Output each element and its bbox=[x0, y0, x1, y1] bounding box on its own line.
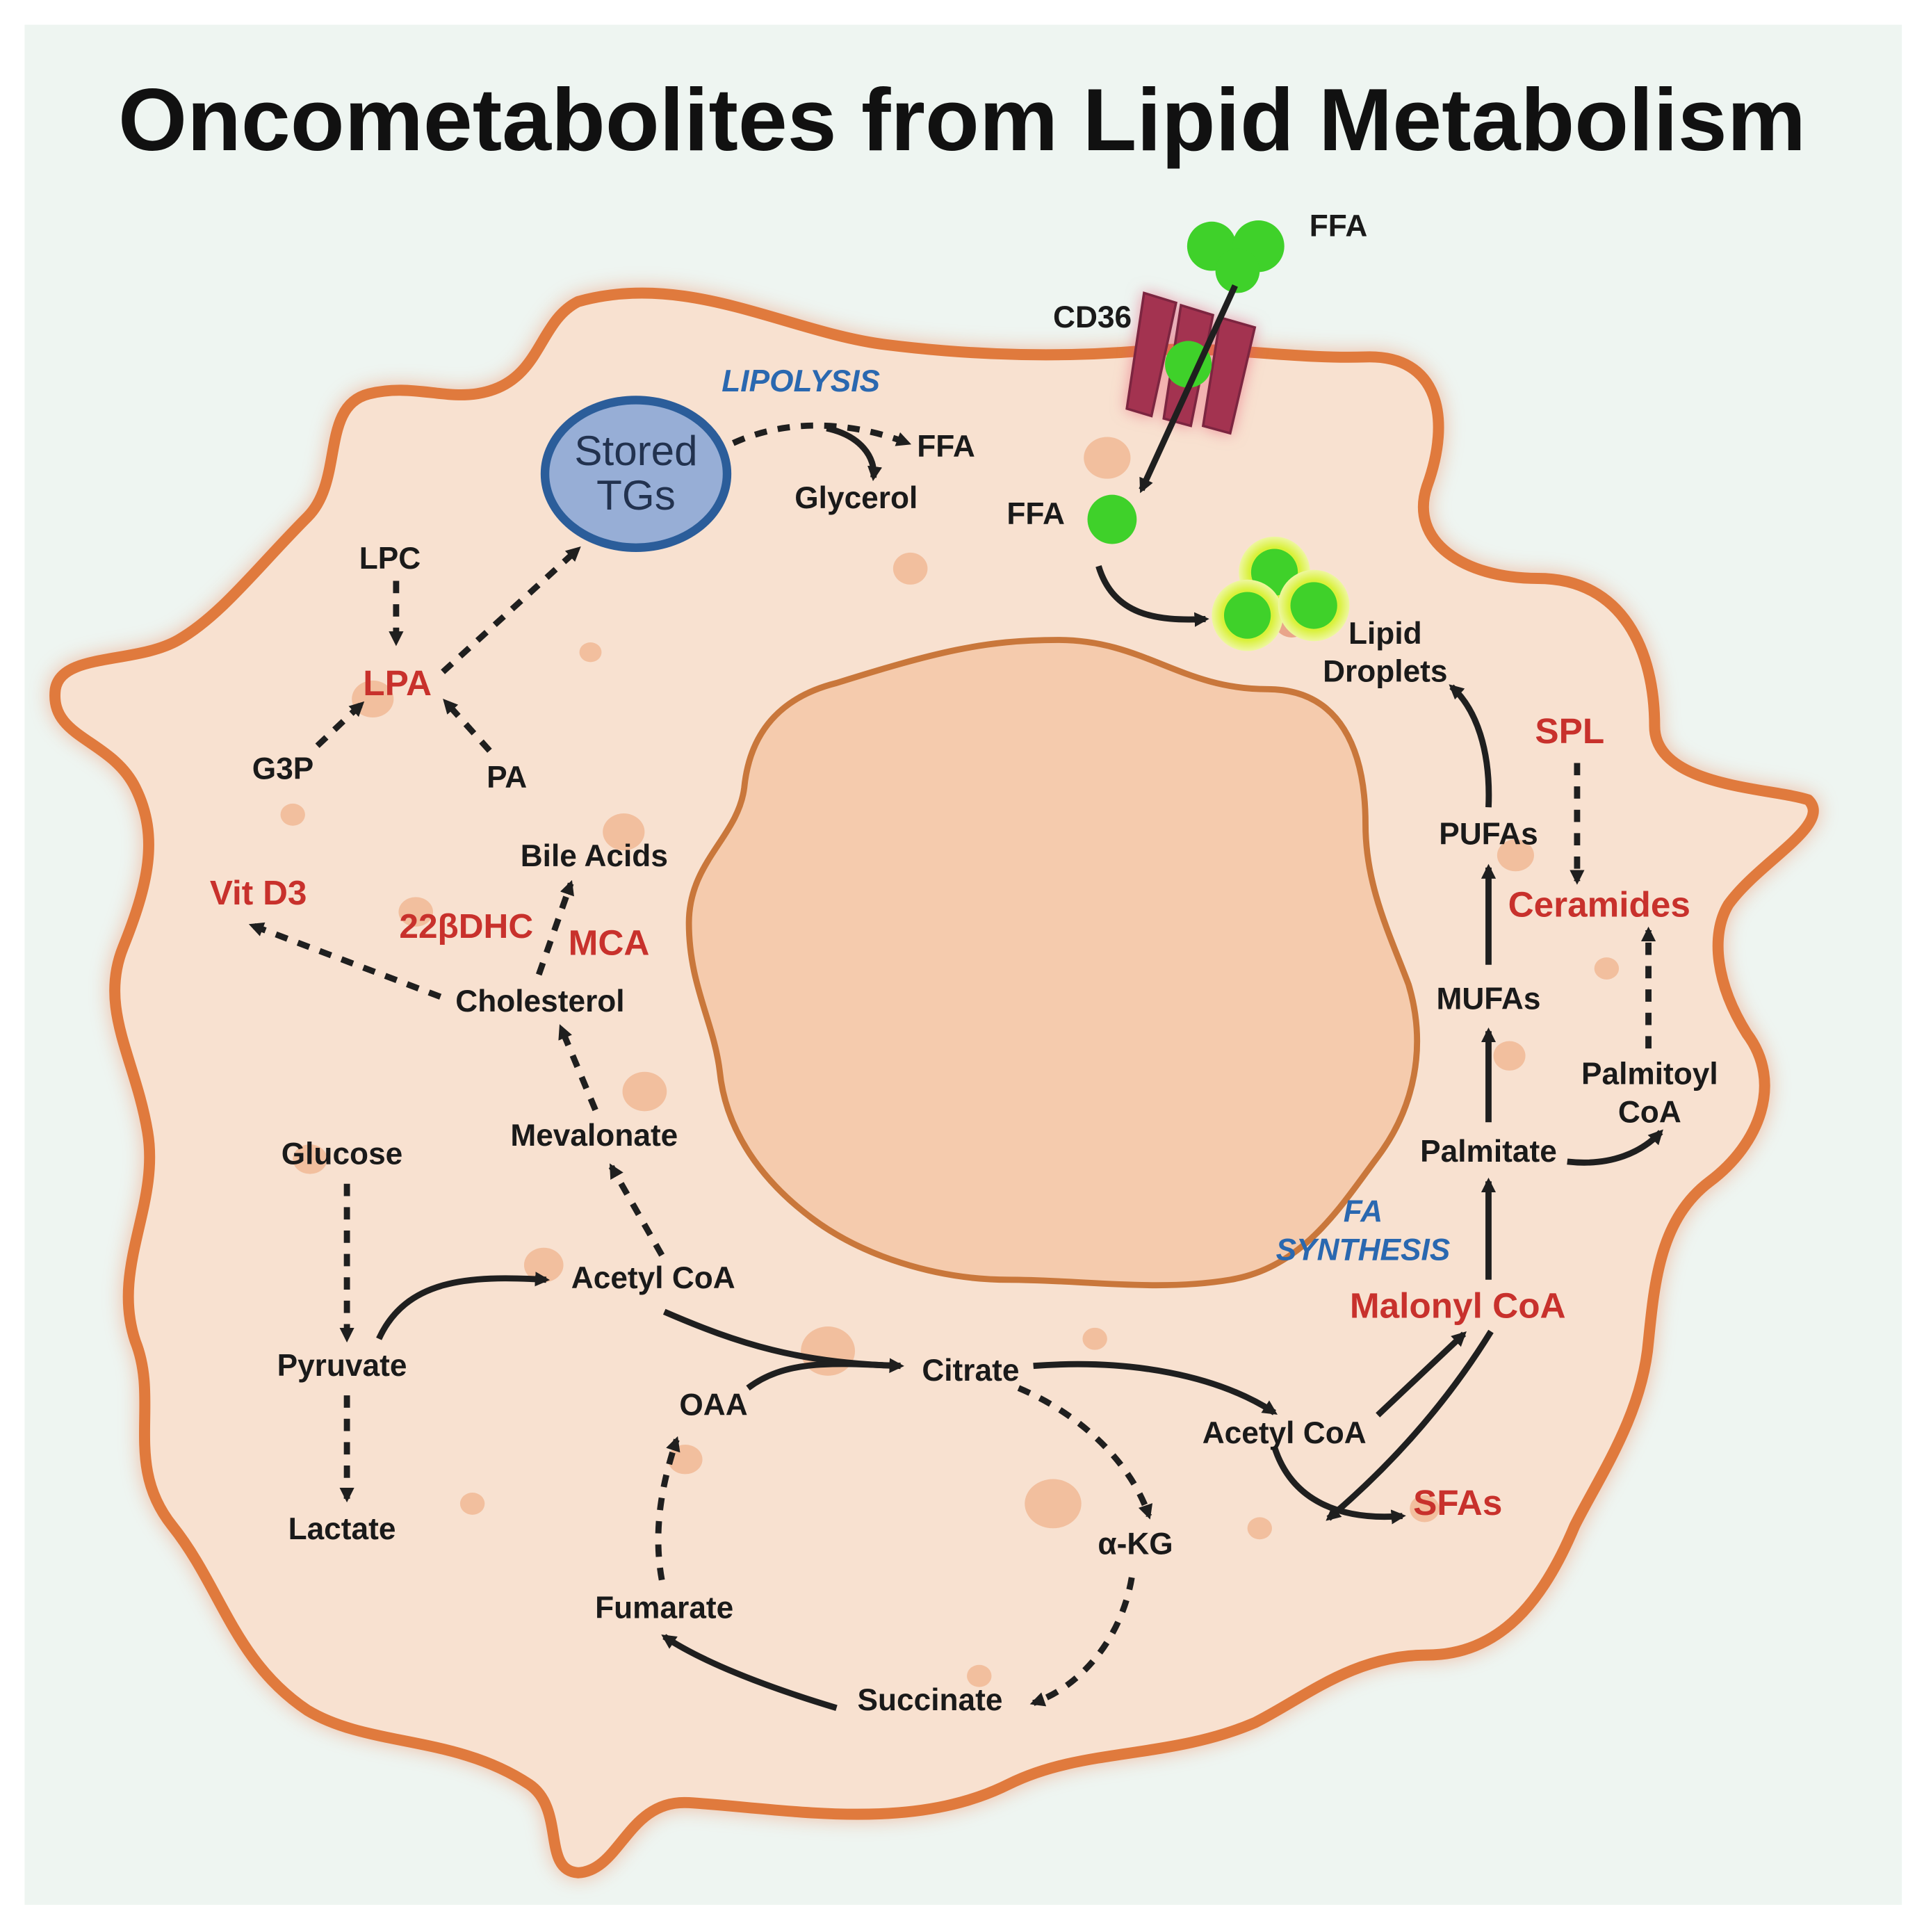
arrow-ffa-uptake bbox=[1139, 284, 1238, 494]
arrow-cholesterol-to-bile-acids bbox=[536, 879, 574, 976]
arrow-lpa-to-tgs bbox=[441, 546, 581, 674]
ffa-in-transporter bbox=[1165, 341, 1212, 388]
label-ffa-extracellular: FFA bbox=[1310, 209, 1368, 243]
label-glucose: Glucose bbox=[282, 1137, 403, 1171]
label-lipolysis: LIPOLYSIS bbox=[722, 364, 880, 398]
figure-title: Oncometabolites from Lipid Metabolism bbox=[118, 71, 1806, 170]
ffa-extracellular-cluster bbox=[1187, 220, 1285, 293]
arrow-pufas-to-droplets bbox=[1449, 684, 1492, 808]
ffa-intracellular bbox=[1087, 494, 1137, 544]
arrow-acetylcoa-to-malonylcoa bbox=[1376, 1331, 1467, 1418]
label-mufas: MUFAs bbox=[1437, 982, 1541, 1016]
label-lipid-droplets-line1: Lipid bbox=[1348, 617, 1422, 651]
label-acetyl-coa-mito: Acetyl CoA bbox=[571, 1261, 735, 1295]
label-mca: MCA bbox=[569, 923, 650, 963]
label-cholesterol: Cholesterol bbox=[455, 984, 624, 1018]
arrow-palmitate-to-palmitoylcoa bbox=[1567, 1129, 1663, 1166]
label-fa-synthesis-line1: FA bbox=[1344, 1195, 1383, 1229]
arrow-acetylcoa-to-mevalonate bbox=[608, 1163, 665, 1257]
label-sfas: SFAs bbox=[1413, 1483, 1502, 1523]
label-pyruvate: Pyruvate bbox=[277, 1349, 407, 1383]
arrow-lipolysis-to-glycerol bbox=[826, 425, 883, 482]
lipid-droplet-cluster bbox=[1212, 536, 1350, 651]
arrow-cholesterol-to-vitd3 bbox=[248, 922, 442, 1000]
label-22bdhc: 22βDHC bbox=[399, 907, 533, 945]
label-pa: PA bbox=[487, 761, 527, 795]
label-lpc: LPC bbox=[359, 542, 421, 576]
label-cd36: CD36 bbox=[1053, 300, 1132, 334]
label-lpa: LPA bbox=[363, 663, 432, 703]
arrow-fumarate-to-oaa bbox=[655, 1436, 680, 1581]
label-spl: SPL bbox=[1535, 711, 1604, 751]
arrow-citrate-to-akg bbox=[1017, 1385, 1153, 1520]
label-lipid-droplets-line2: Droplets bbox=[1323, 655, 1447, 689]
label-mevalonate: Mevalonate bbox=[510, 1119, 678, 1153]
arrow-oaa-to-citrate bbox=[746, 1358, 904, 1391]
arrow-pyruvate-to-acetylcoa bbox=[376, 1272, 551, 1340]
label-succinate: Succinate bbox=[858, 1683, 1003, 1717]
label-citrate: Citrate bbox=[922, 1354, 1019, 1388]
label-ceramides: Ceramides bbox=[1508, 885, 1690, 925]
arrow-pa-to-lpa bbox=[443, 699, 492, 753]
label-ffa-lipolysis: FFA bbox=[917, 430, 975, 464]
arrow-mevalonate-to-cholesterol bbox=[557, 1024, 598, 1112]
arrow-ffa-to-droplets bbox=[1095, 565, 1209, 627]
arrow-succinate-to-fumarate bbox=[661, 1634, 838, 1711]
arrow-citrate-to-acetylcoa bbox=[1033, 1361, 1278, 1415]
pathway-arrows bbox=[248, 284, 1663, 1711]
arrow-acetylcoa-to-sfas bbox=[1271, 1446, 1406, 1525]
stored-tgs-label-line2: TGs bbox=[596, 472, 676, 519]
label-oaa: OAA bbox=[679, 1388, 747, 1422]
label-palmitoyl-coa-line2: CoA bbox=[1618, 1095, 1681, 1129]
label-palmitate: Palmitate bbox=[1420, 1135, 1557, 1169]
label-pufas: PUFAs bbox=[1439, 817, 1538, 851]
label-palmitoyl-coa-line1: Palmitoyl bbox=[1581, 1057, 1718, 1091]
label-ffa-intracellular: FFA bbox=[1006, 497, 1065, 531]
label-akg: α-KG bbox=[1098, 1527, 1173, 1561]
label-g3p: G3P bbox=[252, 752, 314, 786]
arrow-g3p-to-lpa bbox=[315, 701, 365, 748]
labels: FFA CD36 LIPOLYSIS FFA Glycerol FFA Lipi… bbox=[210, 209, 1718, 1717]
vesicles bbox=[280, 437, 1620, 1687]
stored-tgs-vesicle bbox=[540, 396, 732, 552]
arrow-akg-to-succinate bbox=[1029, 1577, 1135, 1707]
label-glycerol: Glycerol bbox=[794, 481, 918, 515]
label-fumarate: Fumarate bbox=[595, 1591, 733, 1625]
stored-tgs-label-line1: Stored bbox=[574, 428, 697, 474]
label-malonyl-coa: Malonyl CoA bbox=[1350, 1286, 1566, 1326]
label-bile-acids: Bile Acids bbox=[521, 839, 668, 873]
arrow-malonylcoa-to-sfas bbox=[1326, 1329, 1494, 1521]
nucleus bbox=[685, 637, 1421, 1289]
label-fa-synthesis-line2: SYNTHESIS bbox=[1276, 1233, 1451, 1267]
label-vit-d3: Vit D3 bbox=[210, 873, 307, 912]
label-acetyl-coa-cyto: Acetyl CoA bbox=[1202, 1416, 1367, 1450]
label-lactate: Lactate bbox=[288, 1512, 396, 1546]
